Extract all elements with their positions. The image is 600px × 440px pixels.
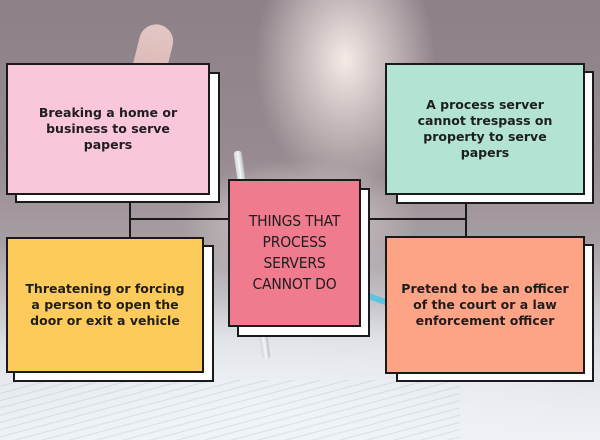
card-text: Breaking a home or business to serve pap… [38,105,178,152]
card-top-left: Breaking a home or business to serve pap… [6,63,210,195]
card-bottom-right: Pretend to be an officer of the court or… [385,236,585,374]
card-top-right: A process server cannot trespass on prop… [385,63,585,195]
center-title: THINGS THAT PROCESS SERVERS CANNOT DO [248,212,341,293]
connector-right-horizontal [368,218,467,220]
card-text: Pretend to be an officer of the court or… [401,281,569,328]
card-text: A process server cannot trespass on prop… [417,97,553,160]
background-paper [0,380,460,440]
center-title-card: THINGS THAT PROCESS SERVERS CANNOT DO [228,179,361,327]
card-text: Threatening or forcing a person to open … [25,281,185,328]
card-bottom-left: Threatening or forcing a person to open … [6,237,204,373]
connector-left-horizontal [129,218,229,220]
